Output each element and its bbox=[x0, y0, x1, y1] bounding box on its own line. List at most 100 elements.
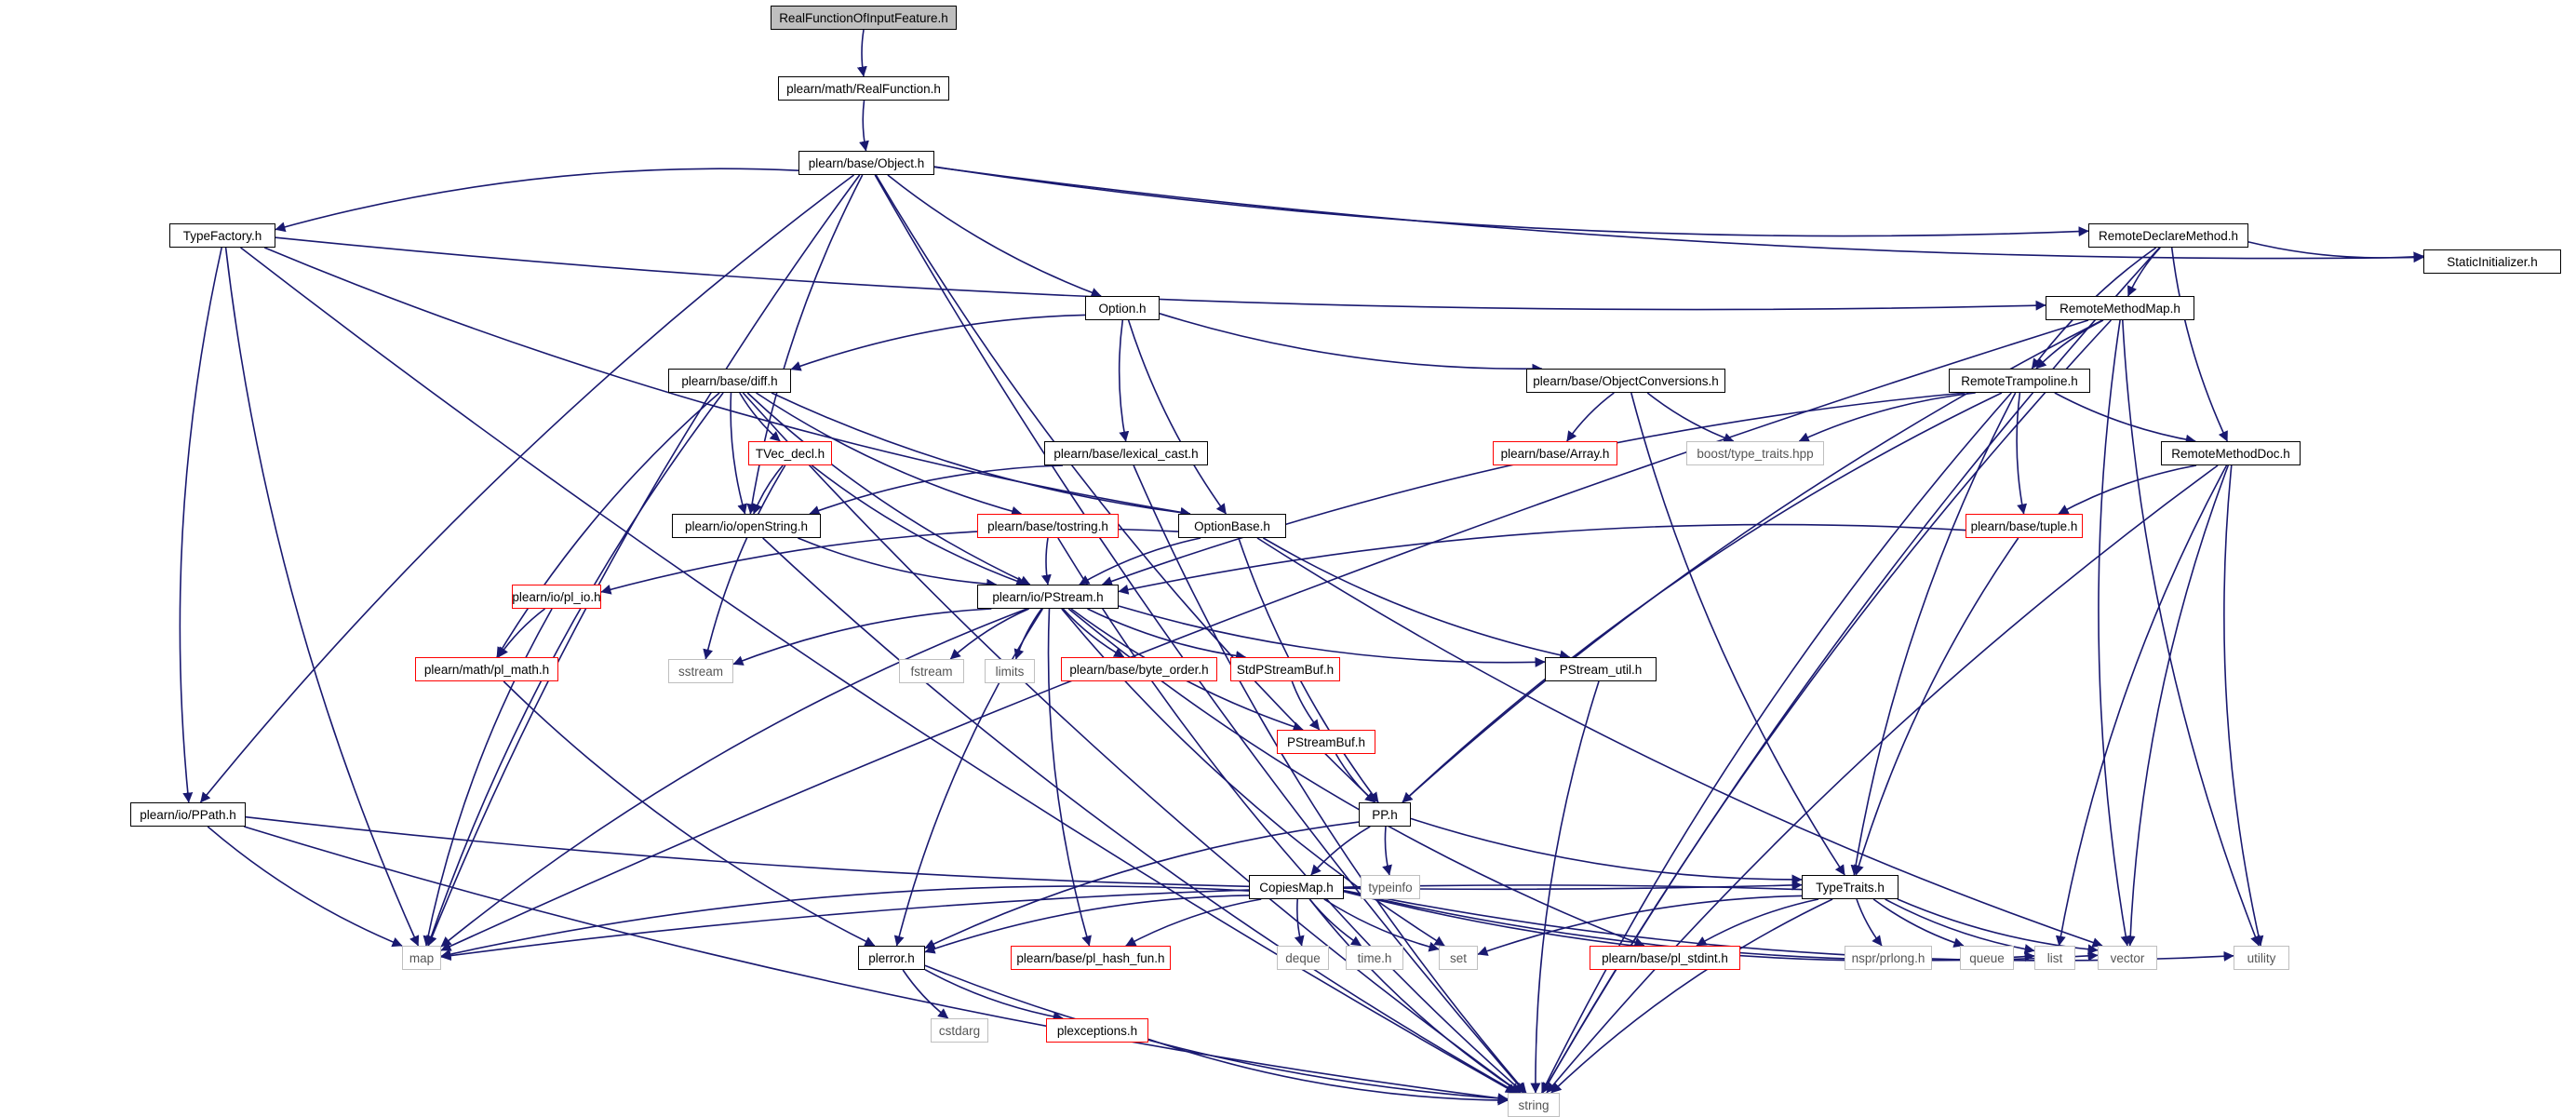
node-label: RemoteTrampoline.h bbox=[1961, 373, 2078, 388]
edge-pstream-to-byteorder bbox=[1062, 608, 1125, 658]
edge-optionbase-to-pliio bbox=[600, 528, 1179, 595]
node-pliio[interactable]: plearn/io/pl_io.h bbox=[512, 585, 601, 609]
node-optionbase[interactable]: OptionBase.h bbox=[1178, 514, 1286, 538]
edge-typetraits-to-plstdint bbox=[1696, 898, 1819, 947]
node-label: deque bbox=[1285, 950, 1321, 965]
node-staticinit[interactable]: StaticInitializer.h bbox=[2423, 249, 2561, 274]
node-limits[interactable]: limits bbox=[985, 659, 1035, 683]
node-option[interactable]: Option.h bbox=[1085, 296, 1160, 320]
node-tvecdecl[interactable]: TVec_decl.h bbox=[748, 441, 832, 465]
node-plhash[interactable]: plearn/base/pl_hash_fun.h bbox=[1011, 946, 1171, 970]
node-plstdint[interactable]: plearn/base/pl_stdint.h bbox=[1590, 946, 1740, 970]
edge-copiesmap-to-plerror bbox=[924, 895, 1250, 954]
node-vector[interactable]: vector bbox=[2098, 946, 2157, 970]
node-label: vector bbox=[2110, 950, 2145, 965]
edge-ppath-to-string bbox=[244, 826, 1509, 1104]
edge-remotemethodmap-to-remotetramp bbox=[2035, 319, 2104, 370]
node-lexicalcast[interactable]: plearn/base/lexical_cast.h bbox=[1044, 441, 1208, 465]
node-pstreambuf[interactable]: PStreamBuf.h bbox=[1277, 730, 1375, 754]
node-label: CopiesMap.h bbox=[1259, 880, 1334, 895]
node-tuple[interactable]: plearn/base/tuple.h bbox=[1966, 514, 2083, 538]
node-label: TypeTraits.h bbox=[1816, 880, 1885, 895]
node-realfunction[interactable]: plearn/math/RealFunction.h bbox=[778, 76, 949, 101]
node-diff[interactable]: plearn/base/diff.h bbox=[668, 369, 791, 393]
node-nsprlong[interactable]: nspr/prlong.h bbox=[1845, 946, 1932, 970]
node-plmath[interactable]: plearn/math/pl_math.h bbox=[415, 657, 558, 681]
edge-remotetramp-to-remotemethoddoc bbox=[2054, 392, 2196, 445]
node-tostring[interactable]: plearn/base/tostring.h bbox=[977, 514, 1119, 538]
edge-pstream-to-sstream bbox=[732, 608, 992, 666]
edge-copiesmap-to-string bbox=[1308, 898, 1522, 1094]
edge-object-to-pp bbox=[875, 174, 1376, 803]
node-queue[interactable]: queue bbox=[1960, 946, 2014, 970]
edge-typefactory-to-string bbox=[240, 247, 1516, 1094]
node-object[interactable]: plearn/base/Object.h bbox=[798, 151, 934, 175]
edge-remotemethodmap-to-vector bbox=[2098, 319, 2131, 947]
edge-remotedeclare-to-remotemethoddoc bbox=[2170, 247, 2229, 442]
node-label: StdPStreamBuf.h bbox=[1236, 662, 1335, 677]
node-boosttt[interactable]: boost/type_traits.hpp bbox=[1686, 441, 1824, 465]
edge-stdpsb-to-pstreambuf bbox=[1291, 680, 1321, 731]
edge-object-to-option bbox=[887, 174, 1102, 298]
node-remotetramp[interactable]: RemoteTrampoline.h bbox=[1949, 369, 2090, 393]
edge-objconv-to-typetraits bbox=[1630, 392, 1845, 876]
edge-copiesmap-to-set bbox=[1323, 898, 1440, 952]
node-label: plearn/base/pl_stdint.h bbox=[1602, 950, 1728, 965]
edge-typetraits-to-queue bbox=[1872, 898, 1965, 948]
edge-openstring-to-string bbox=[762, 537, 1518, 1094]
edge-typefactory-to-ppath bbox=[179, 247, 222, 803]
edge-remotemethoddoc-to-vector bbox=[2125, 464, 2230, 947]
node-remotemethoddoc[interactable]: RemoteMethodDoc.h bbox=[2161, 441, 2301, 465]
node-root[interactable]: RealFunctionOfInputFeature.h bbox=[771, 6, 957, 30]
node-plerror[interactable]: plerror.h bbox=[858, 946, 925, 970]
node-ppath[interactable]: plearn/io/PPath.h bbox=[130, 802, 246, 827]
node-string[interactable]: string bbox=[1508, 1093, 1560, 1117]
edge-diff-to-string bbox=[742, 392, 1522, 1094]
node-label: nspr/prlong.h bbox=[1851, 950, 1925, 965]
node-remotedeclare[interactable]: RemoteDeclareMethod.h bbox=[2088, 223, 2248, 248]
edge-typetraits-to-list bbox=[1885, 898, 2035, 955]
node-fstream[interactable]: fstream bbox=[899, 659, 964, 683]
node-remotemethodmap[interactable]: RemoteMethodMap.h bbox=[2046, 296, 2194, 320]
node-label: list bbox=[2046, 950, 2063, 965]
node-label: PP.h bbox=[1372, 807, 1398, 822]
node-utility[interactable]: utility bbox=[2234, 946, 2289, 970]
node-objconv[interactable]: plearn/base/ObjectConversions.h bbox=[1526, 369, 1725, 393]
node-stdpsb[interactable]: StdPStreamBuf.h bbox=[1230, 657, 1340, 681]
node-label: plearn/base/pl_hash_fun.h bbox=[1016, 950, 1165, 965]
edge-diff-to-plmath bbox=[496, 392, 720, 658]
edge-option-to-lexicalcast bbox=[1118, 319, 1130, 442]
node-list[interactable]: list bbox=[2034, 946, 2075, 970]
node-typeinfo[interactable]: typeinfo bbox=[1361, 875, 1420, 899]
node-typefactory[interactable]: TypeFactory.h bbox=[169, 223, 275, 248]
edge-ppath-to-typetraits bbox=[245, 815, 1803, 891]
edge-option-to-objconv bbox=[1159, 313, 1543, 374]
node-plexceptions[interactable]: plexceptions.h bbox=[1046, 1018, 1148, 1043]
edge-lexicalcast-to-openstring bbox=[809, 464, 1064, 516]
node-set[interactable]: set bbox=[1439, 946, 1478, 970]
node-deque[interactable]: deque bbox=[1277, 946, 1329, 970]
node-copiesmap[interactable]: CopiesMap.h bbox=[1249, 875, 1344, 899]
edge-copiesmap-to-map bbox=[440, 885, 1250, 960]
edge-pp-to-typetraits bbox=[1410, 817, 1803, 885]
edge-object-to-map bbox=[427, 174, 861, 947]
node-label: RealFunctionOfInputFeature.h bbox=[779, 10, 948, 25]
node-byteorder[interactable]: plearn/base/byte_order.h bbox=[1061, 657, 1217, 681]
node-cstdarg[interactable]: cstdarg bbox=[931, 1018, 988, 1043]
edge-option-to-diff bbox=[790, 314, 1086, 371]
edge-remotetramp-to-pp bbox=[1402, 392, 2003, 803]
edge-lexicalcast-to-string bbox=[1133, 464, 1527, 1094]
node-timeh[interactable]: time.h bbox=[1346, 946, 1403, 970]
node-pstreamutil[interactable]: PStream_util.h bbox=[1545, 657, 1657, 681]
edge-root-to-realfunction bbox=[856, 29, 867, 77]
node-label: string bbox=[1518, 1097, 1550, 1112]
edge-object-to-openstring bbox=[746, 174, 864, 515]
node-pstream[interactable]: plearn/io/PStream.h bbox=[977, 585, 1119, 609]
node-openstring[interactable]: plearn/io/openString.h bbox=[672, 514, 821, 538]
edge-ppath-to-map bbox=[207, 826, 403, 948]
node-array[interactable]: plearn/base/Array.h bbox=[1493, 441, 1617, 465]
node-map[interactable]: map bbox=[402, 946, 441, 970]
node-sstream[interactable]: sstream bbox=[668, 659, 733, 683]
node-typetraits[interactable]: TypeTraits.h bbox=[1802, 875, 1898, 899]
node-pp[interactable]: PP.h bbox=[1359, 802, 1411, 827]
